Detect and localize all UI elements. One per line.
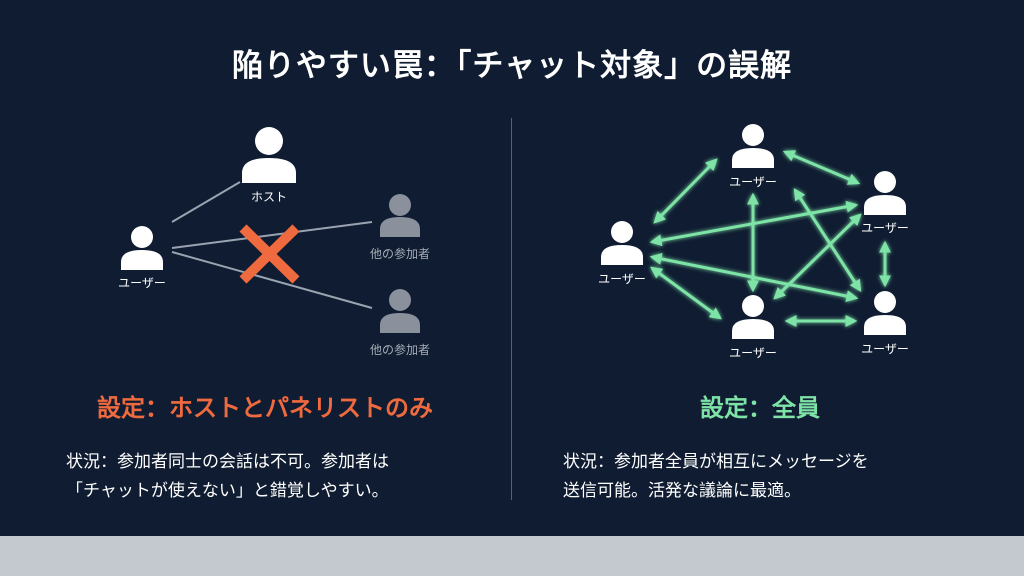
bottom-strip — [0, 536, 1024, 576]
left-description-line: 「チャットが使えない」と錯覚しやすい。 — [66, 481, 389, 501]
link-user-participant-2 — [171, 251, 373, 309]
slide: 陥りやすい罠：「チャット対象」の誤解 ホスト — [0, 0, 1024, 536]
user-label: ユーザー — [118, 276, 166, 290]
user-node-icon — [732, 124, 774, 168]
user-node-icon — [601, 221, 643, 265]
right-description-line: 送信可能。活発な議論に最適。 — [563, 481, 801, 501]
blocked-cross-icon — [239, 224, 300, 284]
user-node-label: ユーザー — [598, 272, 646, 286]
participant-person-icon — [380, 289, 420, 333]
host-label: ホスト — [251, 190, 287, 204]
arrow-left-right — [649, 200, 859, 247]
slide-title: 陥りやすい罠：「チャット対象」の誤解 — [231, 48, 793, 84]
host-person-icon — [242, 127, 296, 183]
participant-label: 他の参加者 — [370, 246, 430, 261]
network-diagram: ホスト ユーザー 他の参加者 他の参加者 — [118, 124, 909, 360]
user-node-label: ユーザー — [729, 175, 777, 189]
arrow-right-bottom — [773, 213, 862, 300]
user-node-label: ユーザー — [861, 342, 909, 356]
user-node-icon — [864, 171, 906, 215]
right-description: 状況：参加者全員が相互にメッセージを 送信可能。活発な議論に最適。 — [563, 448, 983, 506]
user-node-icon — [864, 291, 906, 335]
right-description-line: 状況：参加者全員が相互にメッセージを — [563, 452, 869, 472]
user-node-label: ユーザー — [729, 346, 777, 360]
left-description: 状況：参加者同士の会話は不可。参加者は 「チャットが使えない」と錯覚しやすい。 — [66, 448, 486, 506]
link-user-participant-1 — [171, 221, 373, 249]
column-divider — [511, 118, 512, 500]
right-setting-heading: 設定：全員 — [700, 394, 820, 422]
arrow-top-left — [653, 158, 718, 224]
participant-label: 他の参加者 — [370, 342, 430, 357]
left-description-line: 状況：参加者同士の会話は不可。参加者は — [66, 452, 389, 472]
participant-person-icon — [380, 194, 420, 237]
user-node-label: ユーザー — [861, 221, 909, 235]
link-user-host — [171, 181, 241, 223]
arrow-left-bottom — [650, 266, 722, 320]
user-node-icon — [732, 295, 774, 339]
user-person-icon — [121, 226, 163, 270]
arrow-top-right — [782, 150, 861, 185]
left-setting-heading: 設定：ホストとパネリストのみ — [97, 394, 433, 422]
